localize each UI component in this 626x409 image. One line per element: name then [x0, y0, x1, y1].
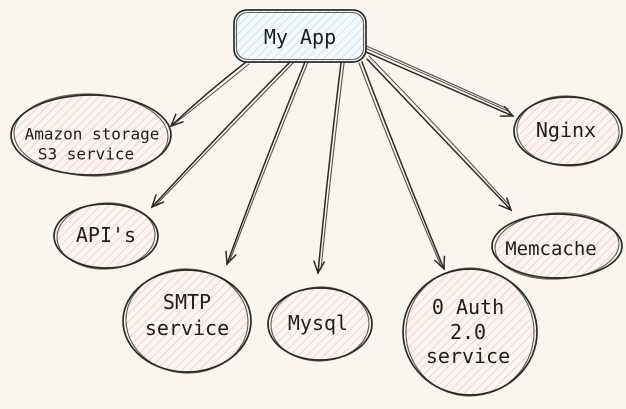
node-memcache: Memcache — [491, 212, 623, 280]
edge-myapp-to-nginx — [363, 44, 515, 117]
edge-myapp-to-smtp — [225, 61, 309, 266]
node-my-app-shape-echo — [235, 11, 365, 61]
node-memcache-label: Memcache — [505, 238, 597, 260]
node-smtp-label-line-2: service — [145, 316, 229, 340]
node-my-app: My App — [233, 9, 367, 63]
edge-stroke-echo — [368, 55, 509, 205]
edge-myapp-to-mysql — [313, 62, 345, 275]
node-mysql: Mysql — [267, 286, 373, 362]
edge-stroke-echo — [155, 62, 294, 206]
node-oauth-label-line-1: 0 Auth — [432, 295, 504, 319]
edge-stroke-echo — [364, 47, 511, 113]
node-my-app-shape — [233, 9, 367, 63]
node-smtp-shape — [122, 269, 252, 373]
edge-stroke — [313, 62, 342, 275]
node-smtp: SMTP service — [122, 268, 252, 374]
node-apis-shape-echo — [56, 202, 156, 270]
edge-stroke — [150, 61, 291, 209]
node-mysql-shape-echo — [270, 286, 370, 362]
edge-myapp-to-memcache — [366, 55, 513, 212]
node-oauth-shape — [402, 268, 538, 396]
node-apis-shape — [53, 203, 159, 269]
node-oauth-label-line-3: service — [426, 344, 510, 368]
node-nginx-label: Nginx — [536, 118, 596, 142]
edge-stroke-echo — [358, 62, 442, 267]
node-apis-label: API's — [76, 223, 136, 247]
node-my-app-label: My App — [264, 25, 336, 49]
node-nginx: Nginx — [513, 95, 623, 167]
node-amazon-s3: Amazon storage S3 service — [10, 93, 172, 177]
edge-stroke-echo — [363, 44, 509, 110]
node-memcache-shape — [491, 213, 623, 279]
node-amazon-s3-shape-echo — [13, 93, 169, 177]
node-nginx-shape-echo — [516, 95, 620, 167]
node-amazon-s3-label-line-2: S3 service — [38, 145, 134, 164]
node-mysql-label: Mysql — [288, 311, 348, 335]
edge-stroke — [366, 58, 513, 212]
edge-myapp-to-apis — [150, 61, 294, 209]
edge-stroke — [225, 61, 306, 266]
node-amazon-s3-label-line-1: Amazon storage — [25, 125, 160, 144]
edge-myapp-to-oauth — [358, 61, 446, 271]
node-oauth-label-line-2: 2.0 — [450, 320, 486, 344]
edge-stroke-echo — [229, 61, 309, 261]
edge-stroke — [365, 51, 515, 117]
edge-stroke — [169, 61, 247, 128]
node-memcache-shape-echo — [494, 212, 620, 280]
node-oauth-shape-echo — [405, 267, 535, 397]
node-smtp-shape-echo — [125, 268, 249, 374]
edge-stroke-echo — [173, 63, 250, 125]
node-nginx-shape — [513, 96, 623, 166]
edge-stroke — [361, 61, 446, 271]
node-apis: API's — [53, 202, 159, 270]
node-smtp-label-line-1: SMTP — [163, 290, 211, 314]
edge-stroke-echo — [320, 62, 345, 270]
node-oauth: 0 Auth 2.0 service — [402, 267, 538, 397]
node-amazon-s3-shape — [10, 94, 172, 176]
edge-myapp-to-amazon-s3 — [169, 61, 250, 128]
node-mysql-shape — [267, 287, 373, 361]
